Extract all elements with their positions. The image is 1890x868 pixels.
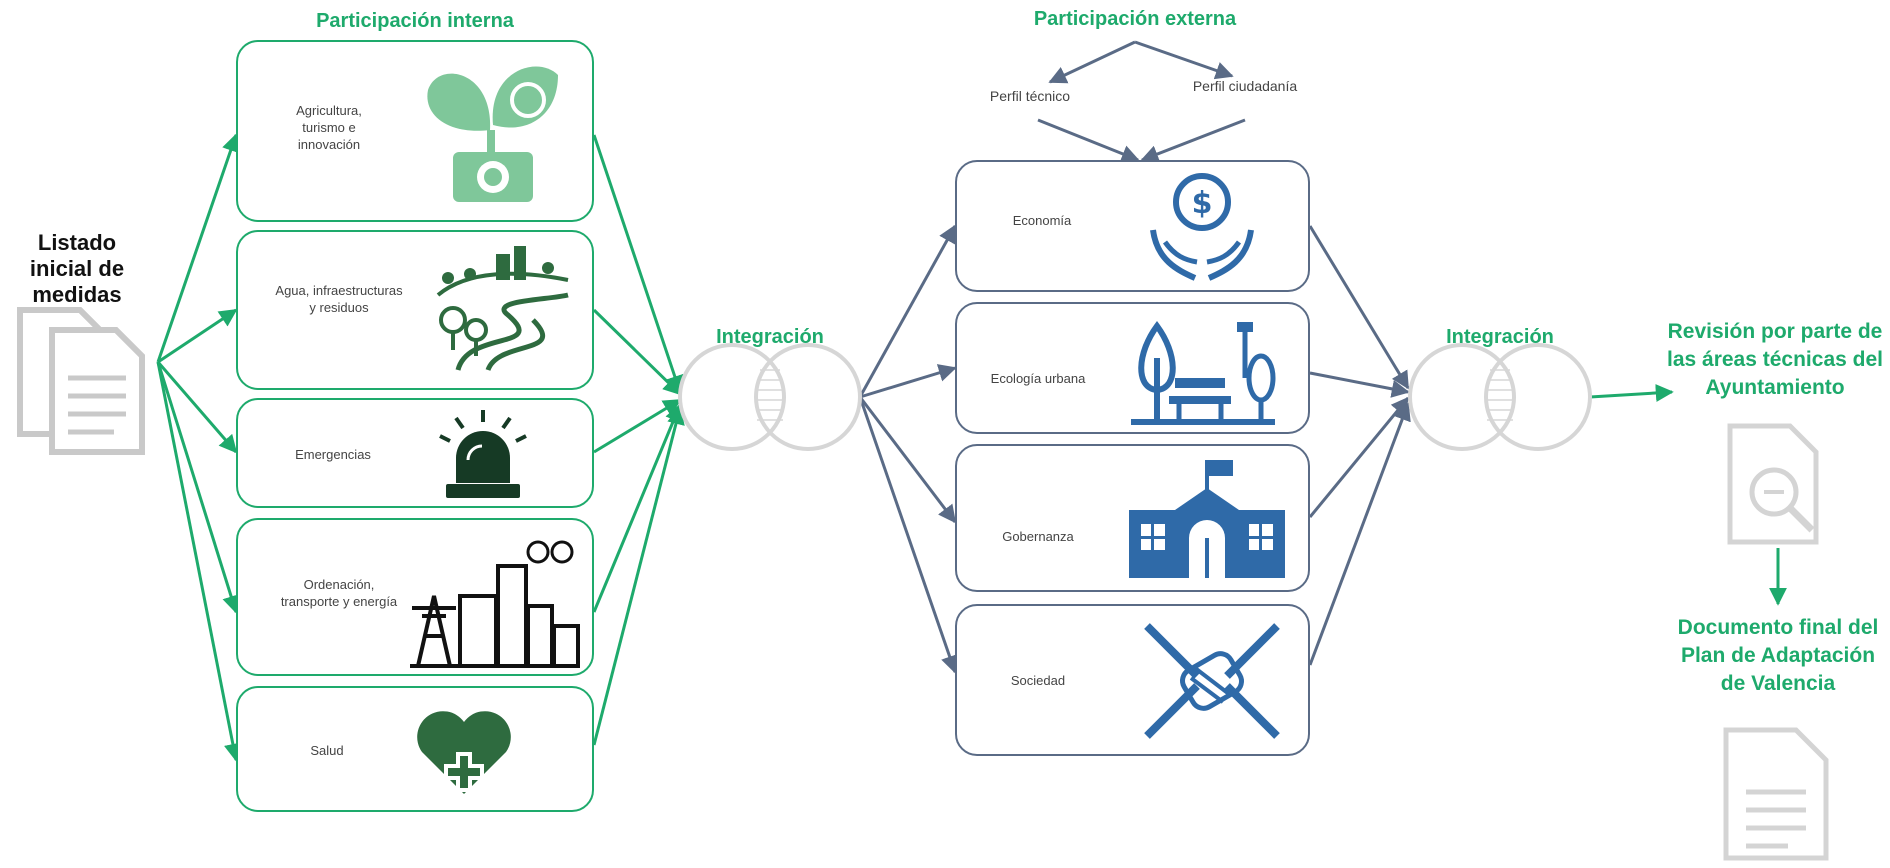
integration-label-2: Integración [1446,326,1554,348]
external-area-box-1: Ecología urbana [955,302,1310,434]
document-final-icon [1723,727,1829,861]
integration-label-1: Integración [716,326,824,348]
review-technical-areas: Revisión por parte de las áreas técnicas… [1667,320,1883,399]
document-stack-icon [17,307,145,455]
internal-area-box-3: Ordenación, transporte y energía [236,518,594,676]
internal-area-box-0: Agricultura, turismo e innovación [236,40,594,222]
park-icon [1131,320,1276,425]
external-area-label: Gobernanza [1002,529,1074,544]
internal-area-label: Emergencias [295,447,371,462]
svg-text:$: $ [1192,186,1213,221]
internal-area-label: Agua, infraestructuras y residuos [275,283,403,315]
review-arrows [1589,384,1787,606]
internal-area-label: Ordenación, transporte y energía [280,577,398,609]
money-hands-icon: $ [1150,173,1254,281]
external-area-box-2: Gobernanza [955,444,1310,592]
fan-to-internal-arrows [156,133,242,762]
external-area-label: Sociedad [1010,673,1066,688]
profile-technical: Perfil técnico [989,88,1071,104]
external-to-integration-arrows [1308,225,1411,666]
external-area-box-3: Sociedad [955,604,1310,756]
document-search-icon [1727,423,1819,545]
city-power-icon [410,540,580,668]
landscape-river-icon [436,246,569,372]
integration-venn-2 [1408,343,1592,451]
heart-plus-icon [417,711,511,794]
external-participation-title: Participación externa [1033,8,1237,30]
internal-area-box-1: Agua, infraestructuras y residuos [236,230,594,390]
integration-venn-1-overlap [756,369,784,421]
joined-hands-icon [1144,623,1280,739]
internal-participation-title: Participación interna [316,10,514,32]
internal-area-box-2: Emergencias [236,398,594,508]
internal-to-integration-arrows [592,134,685,746]
external-area-box-0: Economía $ [955,160,1310,292]
internal-area-label: Agricultura, turismo e innovación [296,103,362,152]
external-area-label: Ecología urbana [990,371,1086,386]
integration-venn-2-overlap [1486,369,1514,421]
integration-venn-1 [678,343,862,451]
internal-area-box-4: Salud [236,686,594,812]
final-document: Documento final del Plan de Adaptación d… [1677,616,1879,695]
town-hall-icon [1129,460,1285,578]
integration-to-external-arrows [858,224,959,674]
internal-area-label: Salud [310,743,344,758]
initial-measures-list: Listado inicial de medidas [29,230,125,307]
profile-citizens: Perfil ciudadanía [1192,78,1298,94]
profile-branch-arrows [1037,40,1246,163]
siren-light-icon [439,410,527,498]
plant-camera-icon [427,66,558,202]
external-area-label: Economía [1012,213,1072,228]
